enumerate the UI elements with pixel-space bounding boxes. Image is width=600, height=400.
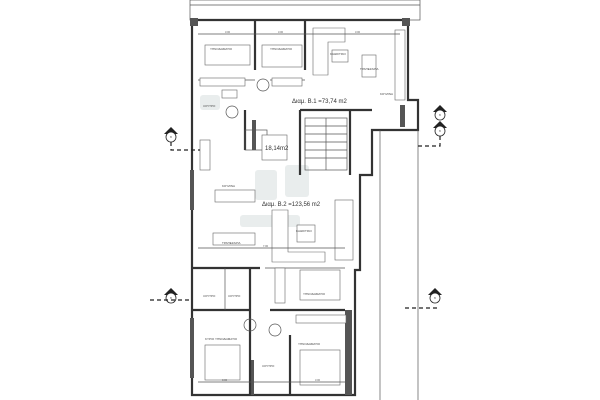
common-area-label: 18,14m2 bbox=[265, 146, 289, 152]
section-marker: Β bbox=[433, 105, 447, 121]
outer-walls bbox=[190, 18, 420, 397]
kitchen-counter-icon bbox=[394, 29, 406, 101]
sink-icon bbox=[221, 89, 238, 99]
svg-text:ΤΡΑΠΕΖΑΡΙΑ: ΤΡΑΠΕΖΑΡΙΑ bbox=[222, 241, 240, 245]
svg-text:3.00: 3.00 bbox=[225, 30, 231, 34]
svg-text:ΛΟΥΤΡΟ: ΛΟΥΤΡΟ bbox=[262, 364, 275, 368]
apartment-b1-area: Διαμ. Β.1 =73,74 m2 bbox=[292, 99, 347, 105]
elevator-icon bbox=[261, 134, 288, 161]
sofa-icon bbox=[312, 27, 346, 76]
apartment-b2-area: Διαμ. Β.2 =123,56 m2 bbox=[262, 202, 321, 208]
svg-text:Β: Β bbox=[170, 296, 172, 300]
svg-text:Β: Β bbox=[170, 135, 172, 139]
door-swing-icon bbox=[268, 323, 282, 337]
dining-table-icon bbox=[361, 54, 377, 78]
room-labels: ΥΠΝΟΔΩΜΑΤΙΟ ΥΠΝΟΔΩΜΑΤΙΟ ΚΑΘΙΣΤΙΚΟ ΤΡΑΠΕΖ… bbox=[203, 47, 393, 368]
svg-text:ΛΟΥΤΡΟ: ΛΟΥΤΡΟ bbox=[203, 104, 216, 108]
svg-text:3.00: 3.00 bbox=[222, 378, 228, 382]
wardrobe-icon bbox=[271, 77, 303, 87]
terrace bbox=[189, 0, 421, 21]
door-swing-icon bbox=[243, 318, 257, 332]
svg-text:ΛΟΥΤΡΟ: ΛΟΥΤΡΟ bbox=[203, 294, 216, 298]
stair-icon bbox=[334, 199, 354, 261]
bed-icon bbox=[299, 349, 341, 386]
coffee-table-icon bbox=[331, 49, 349, 63]
svg-text:Β: Β bbox=[439, 113, 441, 117]
dimensions: 3.00 3.00 3.00 7.00 3.00 3.00 bbox=[198, 30, 400, 383]
wardrobe-icon bbox=[199, 77, 246, 87]
door-swing-icon bbox=[225, 105, 239, 119]
bed-icon bbox=[204, 344, 241, 381]
section-marker: Β bbox=[415, 121, 447, 147]
svg-text:3.00: 3.00 bbox=[278, 30, 284, 34]
section-marker: Β bbox=[164, 127, 200, 151]
staircase bbox=[261, 117, 348, 171]
bed-icon bbox=[261, 44, 303, 68]
svg-text:ΛΟΥΤΡΟ: ΛΟΥΤΡΟ bbox=[228, 294, 241, 298]
apartment-b2-walls bbox=[192, 266, 345, 395]
section-marker: Β bbox=[150, 288, 190, 304]
apartment-b2-furniture bbox=[204, 189, 354, 386]
dining-table-icon bbox=[212, 232, 256, 246]
bed-icon bbox=[204, 44, 251, 66]
svg-text:ΚΟΥΖΙΝΑ: ΚΟΥΖΙΝΑ bbox=[222, 184, 235, 188]
svg-text:ΤΡΑΠΕΖΑΡΙΑ: ΤΡΑΠΕΖΑΡΙΑ bbox=[360, 67, 378, 71]
coffee-table-icon bbox=[296, 224, 316, 243]
svg-text:ΚΑΘΙΣΤΙΚΟ: ΚΑΘΙΣΤΙΚΟ bbox=[330, 52, 347, 56]
apartment-b1-furniture bbox=[199, 27, 406, 171]
kitchen-island-icon bbox=[214, 189, 256, 203]
svg-text:ΚΑΘΙΣΤΙΚΟ: ΚΑΘΙΣΤΙΚΟ bbox=[296, 229, 313, 233]
svg-text:ΥΠΝΟΔΩΜΑΤΙΟ: ΥΠΝΟΔΩΜΑΤΙΟ bbox=[270, 47, 293, 51]
svg-text:ΚΟΥΖΙΝΑ: ΚΟΥΖΙΝΑ bbox=[380, 92, 393, 96]
svg-text:7.00: 7.00 bbox=[263, 244, 269, 248]
svg-text:Β: Β bbox=[434, 296, 436, 300]
bed-icon bbox=[299, 269, 341, 301]
sofa-icon bbox=[271, 209, 326, 263]
wardrobe-icon bbox=[295, 314, 347, 324]
section-marker: Β bbox=[405, 288, 442, 309]
svg-text:ΚΥΡΙΟ ΥΠΝΟΔΩΜΑΤΙΟ: ΚΥΡΙΟ ΥΠΝΟΔΩΜΑΤΙΟ bbox=[205, 337, 238, 341]
wardrobe-icon bbox=[274, 267, 286, 304]
door-swing-icon bbox=[256, 78, 270, 92]
svg-text:ΥΠΝΟΔΩΜΑΤΙΟ: ΥΠΝΟΔΩΜΑΤΙΟ bbox=[298, 342, 321, 346]
svg-text:ΥΠΝΟΔΩΜΑΤΙΟ: ΥΠΝΟΔΩΜΑΤΙΟ bbox=[303, 292, 326, 296]
svg-text:Β: Β bbox=[439, 129, 441, 133]
section-markers: Β Β Β Β Β Β bbox=[150, 105, 447, 309]
svg-text:3.00: 3.00 bbox=[355, 30, 361, 34]
svg-text:3.00: 3.00 bbox=[315, 378, 321, 382]
svg-text:ΥΠΝΟΔΩΜΑΤΙΟ: ΥΠΝΟΔΩΜΑΤΙΟ bbox=[210, 47, 233, 51]
bathtub-icon bbox=[199, 139, 211, 171]
